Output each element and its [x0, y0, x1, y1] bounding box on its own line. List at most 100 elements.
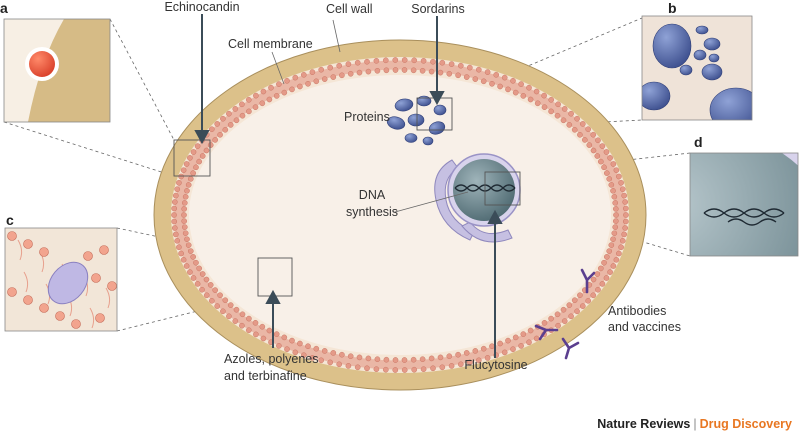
membrane-lipid-head — [199, 271, 206, 277]
membrane-lipid-head — [480, 345, 487, 352]
membrane-lipid-head — [610, 236, 616, 242]
membrane-lipid-head — [239, 311, 246, 318]
membrane-lipid-head — [554, 112, 561, 119]
membrane-lipid-head — [548, 108, 554, 115]
membrane-lipid-head — [437, 69, 444, 76]
membrane-lipid-head — [607, 155, 613, 161]
membrane-lipid-head — [606, 248, 613, 254]
membrane-lipid-head — [566, 302, 573, 308]
membrane-lipid-head — [281, 334, 288, 341]
membrane-lipid-head — [227, 302, 234, 308]
membrane-lipid-head — [604, 254, 610, 260]
membrane-lipid-head — [289, 86, 295, 93]
label-flucytosine: Flucytosine — [464, 358, 527, 372]
membrane-lipid-head — [612, 224, 619, 230]
membrane-lipid-head — [571, 127, 578, 133]
membrane-lipid-head — [582, 137, 588, 143]
membrane-lipid-head — [420, 366, 427, 373]
membrane-lipid-head — [354, 364, 361, 371]
membrane-lipid-head — [613, 212, 619, 218]
membrane-lipid-head — [510, 78, 516, 84]
membrane-lipid-head — [226, 110, 232, 117]
membrane-lipid-head — [297, 83, 303, 90]
membrane-lipid-head — [373, 58, 380, 64]
panel-letter-a: a — [0, 0, 8, 16]
membrane-lipid-head — [518, 343, 524, 349]
membrane-lipid-head — [212, 287, 218, 293]
membrane-lipid-head — [501, 74, 508, 81]
membrane-lipid-head — [207, 142, 214, 148]
membrane-lipid-head — [620, 237, 626, 244]
membrane-lipid-head — [222, 127, 229, 133]
membrane-lipid-head — [555, 101, 561, 108]
membrane-lipid-head — [182, 193, 189, 200]
membrane-lipid-head — [309, 355, 316, 361]
membrane-lipid-head — [401, 367, 408, 373]
membrane-lipid-head — [475, 66, 482, 73]
label-dna-synthesis: synthesis — [346, 205, 398, 219]
membrane-lipid-head — [577, 292, 583, 299]
cell-membrane — [174, 60, 626, 370]
membrane-lipid-head — [497, 340, 503, 347]
membrane-lipid-head — [533, 335, 540, 342]
membrane-lipid-head — [612, 200, 619, 206]
membrane-lipid-head — [383, 356, 390, 363]
membrane-lipid-heads — [171, 57, 629, 373]
membrane-lipid-head — [259, 323, 266, 330]
membrane-lipid-head — [313, 345, 320, 352]
membrane-lipid-head — [590, 131, 597, 138]
membrane-lipid-head — [606, 176, 613, 182]
membrane-lipid-head — [239, 112, 246, 119]
membrane-lipid-head — [181, 212, 187, 218]
membrane-lipid-head — [410, 67, 417, 74]
membrane-lipid-head — [560, 306, 567, 313]
membrane-lipid-head — [373, 366, 380, 373]
membrane-lipid-head — [233, 117, 240, 124]
membrane-lipid-head — [382, 366, 389, 373]
membrane-lipid-head — [512, 334, 519, 341]
drug-arrows — [194, 14, 503, 358]
membrane-lipid-head — [180, 167, 187, 173]
membrane-lipid-head — [580, 303, 586, 309]
panel-letter-c: c — [6, 212, 14, 228]
membrane-lipid-head — [533, 88, 540, 95]
membrane-lipid-head — [401, 357, 408, 363]
membrane-lipid-head — [330, 350, 337, 356]
membrane-lipid-head — [233, 306, 240, 313]
membrane-lipid-head — [318, 357, 325, 364]
label-and-vaccines: and vaccines — [608, 320, 681, 334]
membrane-lipid-head — [392, 367, 399, 373]
membrane-lipid-head — [527, 96, 534, 103]
membrane-lipid-head — [548, 315, 554, 322]
membrane-lipid-head — [199, 286, 205, 293]
membrane-lipid-head — [526, 339, 532, 346]
membrane-lipid-head — [193, 259, 199, 266]
membrane-lipid-head — [466, 359, 473, 366]
membrane-lipid-head — [184, 236, 190, 242]
membrane-lipid-head — [613, 218, 619, 224]
membrane-lipid-head — [321, 76, 328, 82]
membrane-lipid-head — [178, 173, 184, 180]
membrane-lipid-head — [480, 78, 487, 85]
membrane-lipid-head — [428, 68, 435, 75]
membrane-lipid-head — [489, 81, 495, 87]
membrane-lipid-head — [260, 88, 267, 95]
membrane-lipid-head — [281, 89, 288, 96]
membrane-lipid-head — [610, 187, 616, 194]
membrane-lipid-head — [622, 199, 629, 205]
membrane-lipid-head — [185, 182, 192, 188]
membrane-lipid-head — [601, 164, 607, 171]
membrane-lipid-head — [330, 74, 337, 80]
membrane-lipid-head — [590, 276, 597, 283]
membrane-lipid-head — [365, 68, 372, 75]
membrane-lipid-head — [364, 58, 370, 65]
membrane-lipid-head — [292, 74, 299, 81]
membrane-lipid-head — [574, 115, 580, 122]
membrane-lipid-head — [501, 349, 508, 356]
membrane-lipid-head — [613, 256, 620, 263]
membrane-lipid-head — [594, 271, 601, 277]
membrane-lipid-head — [411, 366, 418, 373]
membrane-lipid-head — [193, 164, 199, 171]
membrane-lipid-head — [171, 218, 177, 225]
